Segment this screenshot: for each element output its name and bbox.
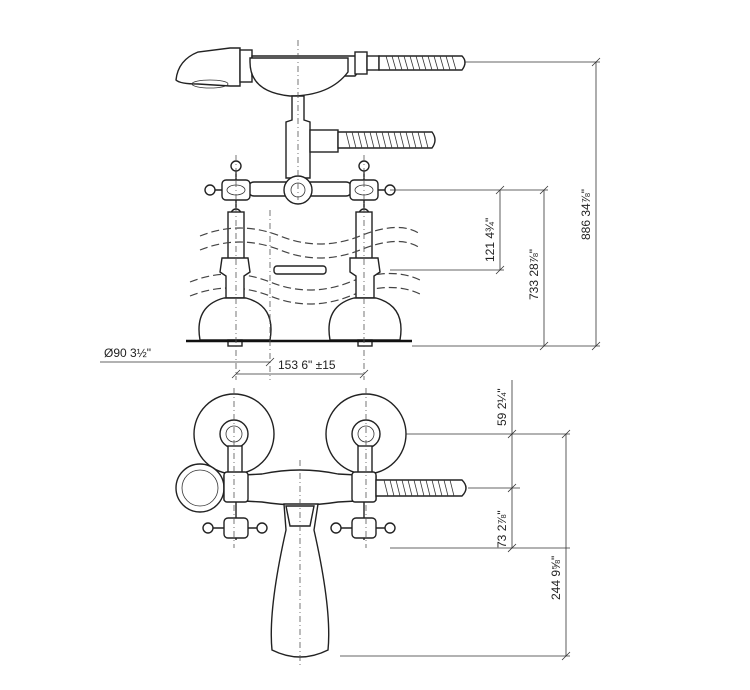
overall-height-label: 886 34⅞" xyxy=(579,189,593,240)
break-line xyxy=(199,226,421,245)
deck-to-handle-label: 733 28⅞" xyxy=(527,249,541,300)
plan-left-handle xyxy=(202,502,268,540)
left-cross-handle xyxy=(204,160,251,220)
shower-ring xyxy=(175,463,225,513)
plan-dimensions: 59 2¼" 73 2⅞" 244 9⅝" xyxy=(340,380,571,661)
handle-offset-label: 121 4¾" xyxy=(483,218,497,262)
plan-right-handle xyxy=(330,502,396,540)
plan-view xyxy=(175,388,467,668)
lower-hose xyxy=(337,131,436,149)
elevation-dimensions: 886 34⅞" 733 28⅞" 121 4¾" Ø90 3½" 153 6"… xyxy=(100,57,601,379)
plan-front-label: 73 2⅞" xyxy=(495,510,509,548)
right-pillar-base xyxy=(328,297,402,341)
plan-depth-label: 244 9⅝" xyxy=(549,556,563,600)
right-cross-handle xyxy=(349,160,396,220)
left-pillar-base xyxy=(198,297,272,341)
centers-label: 153 6" ±15 xyxy=(278,358,336,372)
base-diameter-label: Ø90 3½" xyxy=(104,346,151,360)
hand-shower xyxy=(175,47,466,97)
elevation-view xyxy=(175,40,466,380)
plan-back-label: 59 2¼" xyxy=(495,388,509,426)
